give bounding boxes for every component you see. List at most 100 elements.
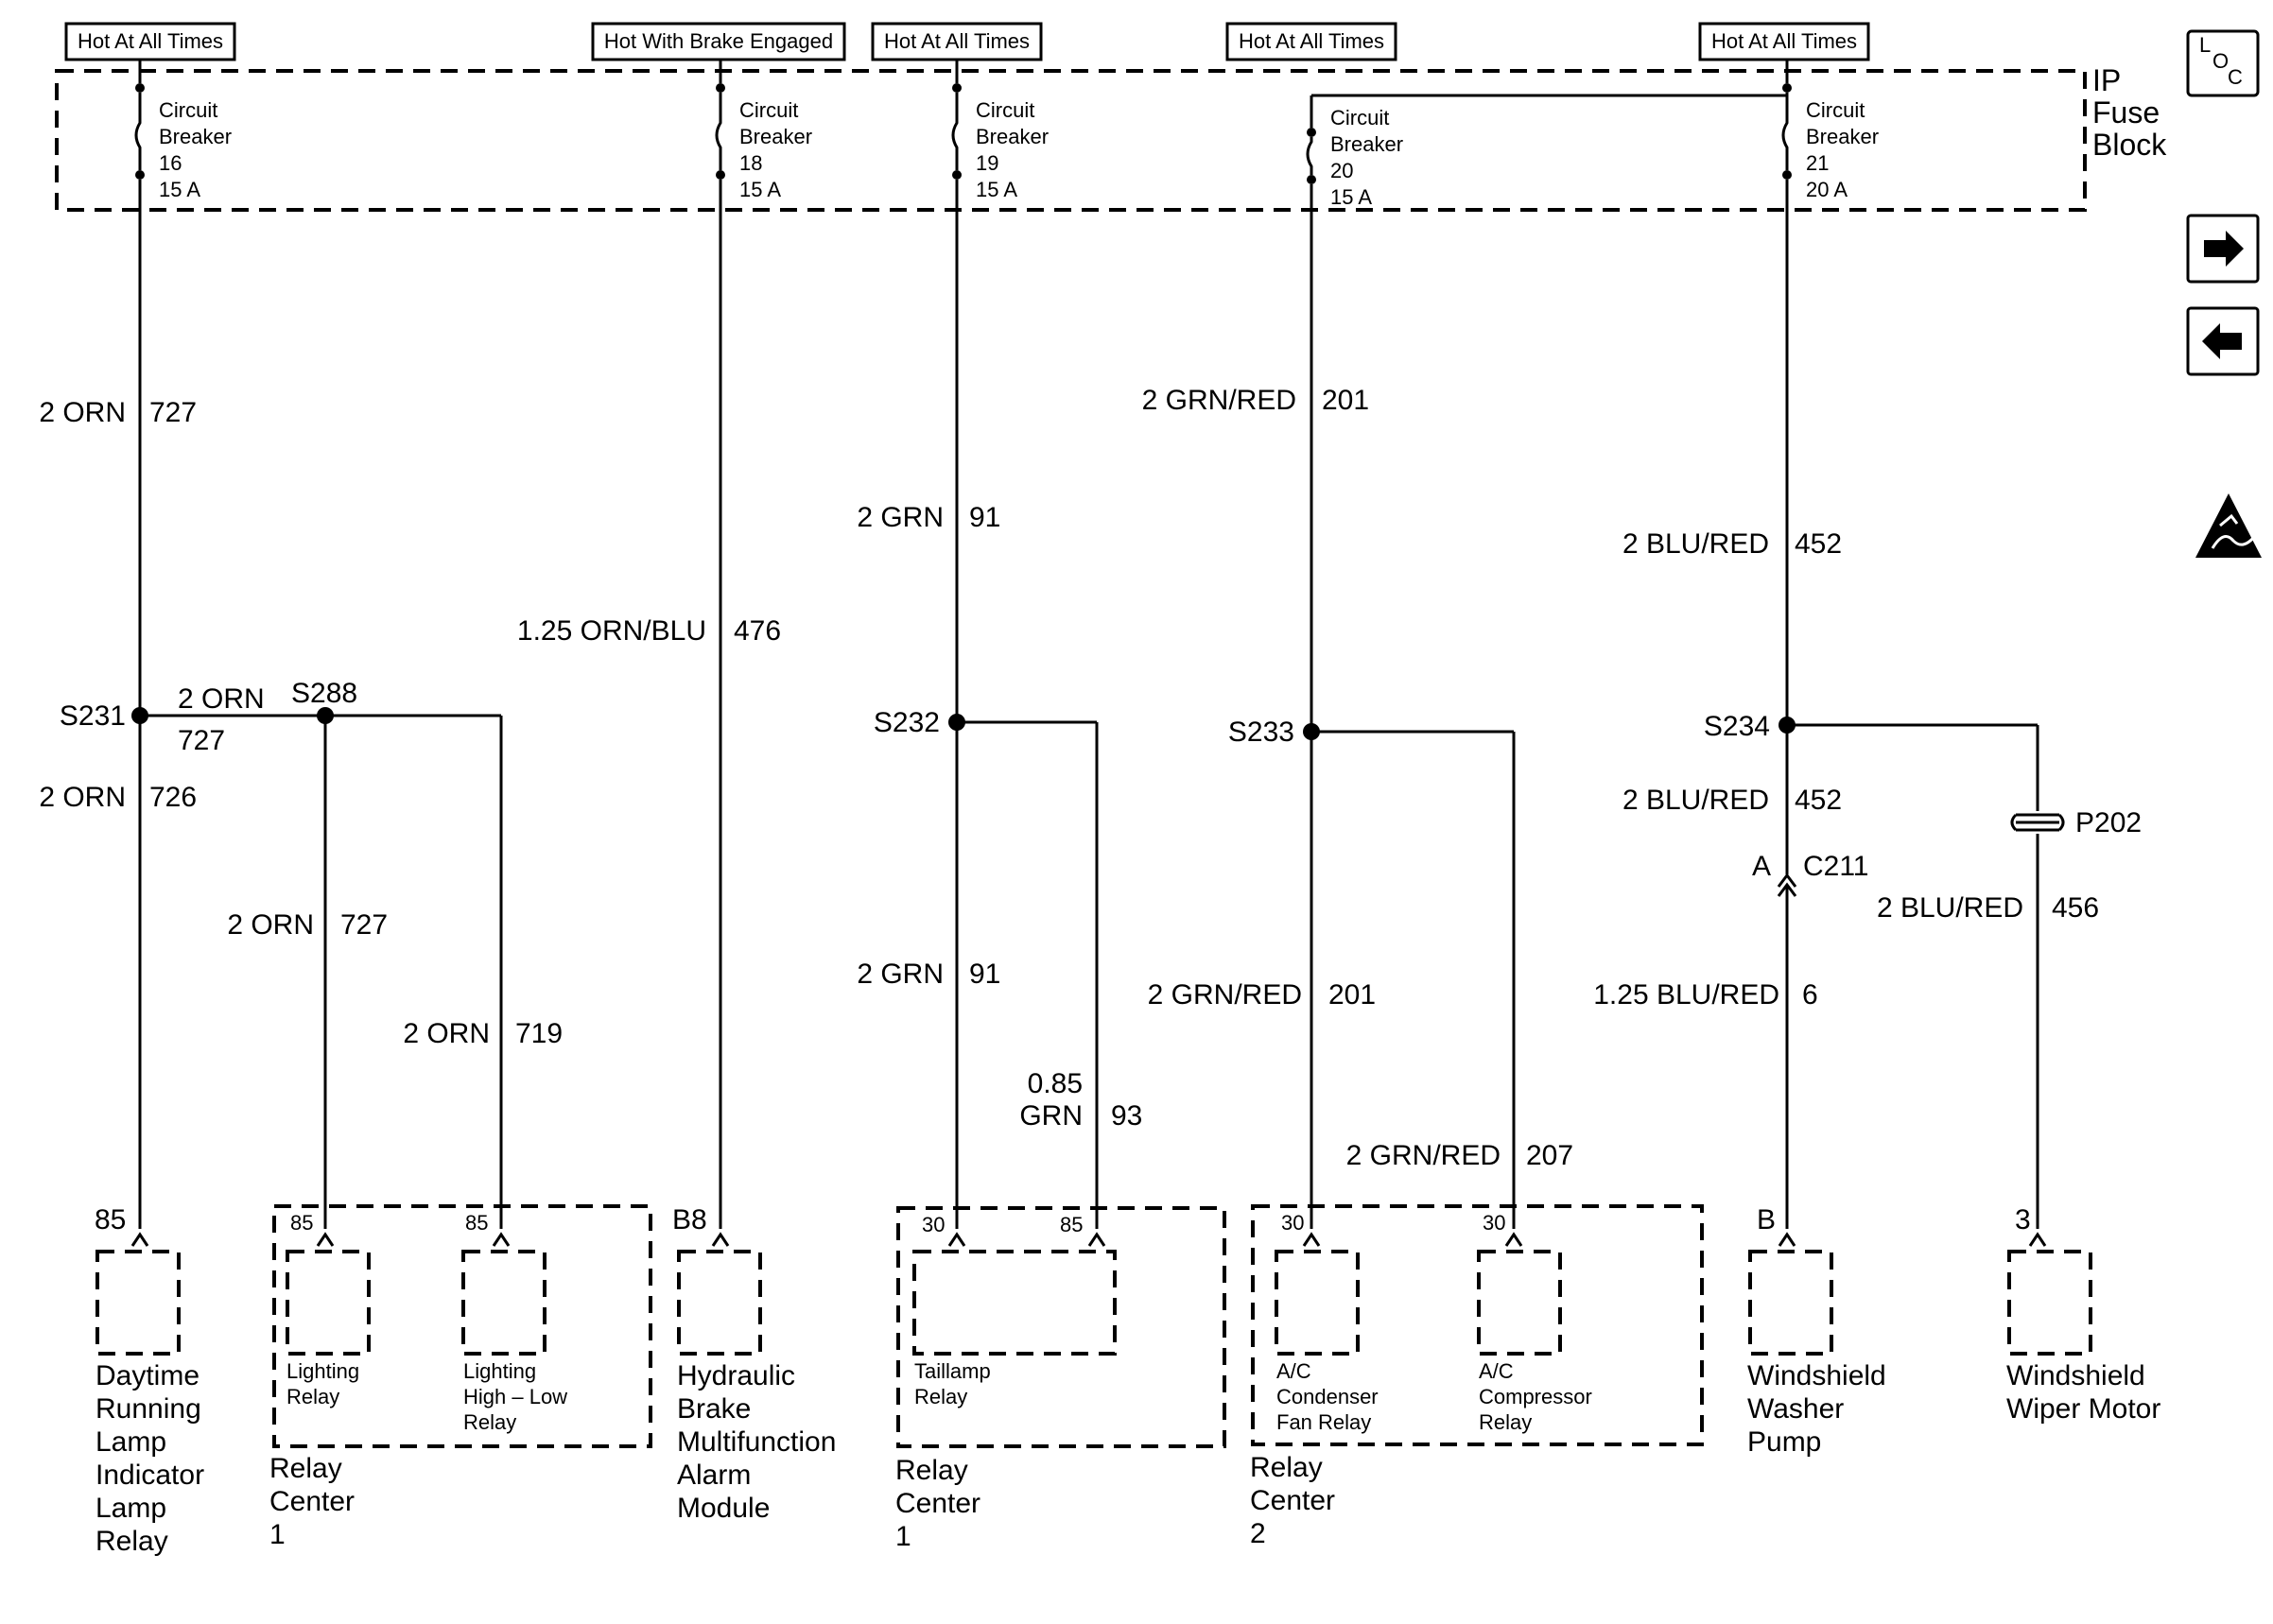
svg-text:Hot At All Times: Hot At All Times: [1239, 29, 1384, 53]
svg-text:Center: Center: [895, 1488, 980, 1519]
svg-text:2: 2: [1250, 1518, 1266, 1549]
wire-201-bottom-circuit: 201: [1328, 979, 1376, 1011]
wire-452-mid-circuit: 452: [1795, 785, 1842, 816]
circuit-breaker-19: Circuit Breaker 19 15 A: [951, 60, 1049, 201]
svg-text:Alarm: Alarm: [677, 1460, 751, 1491]
splice-s231-label: S231: [60, 700, 126, 732]
splice-s234-label: S234: [1704, 711, 1770, 742]
svg-text:C: C: [2228, 65, 2243, 89]
wire-91-top-circuit: 91: [969, 502, 1000, 533]
terminal-condenser-30: 30: [1281, 1211, 1304, 1235]
wire-207-circuit: 207: [1526, 1140, 1573, 1171]
wire-456-circuit: 456: [2052, 892, 2099, 924]
circuit-452-6-456: [1777, 180, 2065, 1229]
svg-text:18: 18: [739, 151, 762, 175]
splice-s231-dot: [131, 707, 148, 724]
circuit-201-207: [1303, 184, 1516, 1229]
wire-476-gauge: 1.25 ORN/BLU: [517, 615, 706, 647]
svg-text:Breaker: Breaker: [976, 125, 1049, 148]
svg-text:Circuit: Circuit: [1806, 98, 1865, 122]
svg-text:1: 1: [895, 1521, 911, 1552]
wire-93-gauge-1: 0.85: [1028, 1068, 1083, 1099]
svg-text:Wiper Motor: Wiper Motor: [2006, 1393, 2160, 1425]
wire-476-circuit: 476: [734, 615, 781, 647]
wire-719-gauge: 2 ORN: [403, 1018, 490, 1049]
svg-text:20: 20: [1330, 159, 1353, 182]
windshield-wiper-motor: 3 Windshield Wiper Motor: [2006, 1204, 2160, 1425]
svg-text:Washer: Washer: [1747, 1393, 1844, 1425]
splice-s232-label: S232: [874, 707, 940, 738]
loc-icon[interactable]: L O C: [2186, 29, 2260, 97]
connector-p202-label: P202: [2075, 807, 2142, 838]
splice-s232-dot: [948, 714, 965, 731]
relay-center-1-middle: 30 85 Taillamp Relay Relay Center 1: [895, 1206, 1226, 1552]
windshield-washer-pump: B Windshield Washer Pump: [1747, 1204, 1886, 1458]
splice-s288-label: S288: [291, 678, 357, 709]
svg-text:Circuit: Circuit: [159, 98, 217, 122]
svg-text:Breaker: Breaker: [739, 125, 812, 148]
wire-452-top-gauge: 2 BLU/RED: [1622, 528, 1769, 560]
wire-201-top-circuit: 201: [1322, 385, 1369, 416]
wire-6-circuit: 6: [1802, 979, 1818, 1011]
svg-text:Fan Relay: Fan Relay: [1276, 1410, 1371, 1434]
svg-text:A/C: A/C: [1276, 1359, 1311, 1383]
svg-text:Relay: Relay: [269, 1453, 342, 1484]
fuse-block-label-2: Fuse: [2092, 95, 2160, 130]
svg-text:21: 21: [1806, 151, 1829, 175]
terminal-taillamp-30: 30: [922, 1213, 945, 1236]
svg-text:Pump: Pump: [1747, 1426, 1821, 1458]
wire-727-branch-circuit: 727: [178, 725, 225, 756]
svg-text:Multifunction: Multifunction: [677, 1426, 836, 1458]
terminal-b8: B8: [672, 1204, 707, 1235]
svg-text:Breaker: Breaker: [1330, 132, 1403, 156]
wire-91-bottom-circuit: 91: [969, 959, 1000, 990]
wire-207-gauge: 2 GRN/RED: [1346, 1140, 1501, 1171]
svg-text:L: L: [2199, 33, 2211, 57]
svg-text:Compressor: Compressor: [1479, 1385, 1592, 1408]
svg-text:Daytime: Daytime: [95, 1360, 200, 1391]
terminal-wiper-3: 3: [2015, 1204, 2031, 1235]
wire-91-top-gauge: 2 GRN: [857, 502, 944, 533]
svg-text:15 A: 15 A: [739, 178, 781, 201]
circuit-breaker-16: Circuit Breaker 16 15 A: [134, 60, 232, 201]
terminal-compressor-30: 30: [1483, 1211, 1505, 1235]
terminal-washer-b: B: [1757, 1204, 1776, 1235]
relay-center-2: 30 30 A/C Condenser Fan Relay A/C Compre…: [1250, 1204, 1704, 1549]
svg-text:Condenser: Condenser: [1276, 1385, 1379, 1408]
esd-warning-icon: [2195, 493, 2262, 558]
circuit-727-726: [131, 180, 503, 1229]
svg-text:Lamp: Lamp: [95, 1493, 166, 1524]
svg-text:Lamp: Lamp: [95, 1426, 166, 1458]
p202-inline-connector: [2010, 813, 2065, 832]
wire-727-down-gauge: 2 ORN: [227, 909, 314, 941]
fuse-block-label-1: IP: [2092, 63, 2121, 97]
wire-6-gauge: 1.25 BLU/RED: [1593, 979, 1779, 1011]
wire-727-gauge: 2 ORN: [39, 397, 126, 428]
svg-text:15 A: 15 A: [159, 178, 200, 201]
svg-text:1: 1: [269, 1519, 286, 1550]
svg-text:Windshield: Windshield: [2006, 1360, 2145, 1391]
hot-label-cb16: Hot At All Times: [64, 22, 236, 61]
condenser-fan-relay-box: [1275, 1250, 1360, 1356]
fuse-block-label-3: Block: [2092, 128, 2167, 162]
compressor-relay-box: [1477, 1250, 1562, 1356]
hydraulic-brake-module: B8 Hydraulic Brake Multifunction Alarm M…: [672, 1204, 836, 1524]
terminal-taillamp-85: 85: [1060, 1213, 1083, 1236]
wire-719-circuit: 719: [515, 1018, 563, 1049]
svg-text:Hot With Brake Engaged: Hot With Brake Engaged: [604, 29, 833, 53]
svg-text:Relay: Relay: [463, 1410, 516, 1434]
svg-text:Relay: Relay: [1250, 1452, 1323, 1483]
arrow-right-icon[interactable]: [2186, 214, 2260, 284]
lighting-relay-label-1: Lighting: [286, 1359, 359, 1383]
svg-text:Center: Center: [269, 1486, 355, 1517]
wire-93-gauge-2: GRN: [1019, 1100, 1083, 1132]
svg-text:Hot At All Times: Hot At All Times: [1711, 29, 1857, 53]
svg-text:Circuit: Circuit: [739, 98, 798, 122]
arrow-left-icon[interactable]: [2186, 306, 2260, 376]
svg-text:Relay: Relay: [1479, 1410, 1532, 1434]
circuit-breaker-21: Circuit Breaker 21 20 A: [1781, 60, 1879, 201]
svg-text:Circuit: Circuit: [1330, 106, 1389, 130]
wire-727-branch-gauge: 2 ORN: [178, 683, 265, 715]
wire-91-bottom-gauge: 2 GRN: [857, 959, 944, 990]
